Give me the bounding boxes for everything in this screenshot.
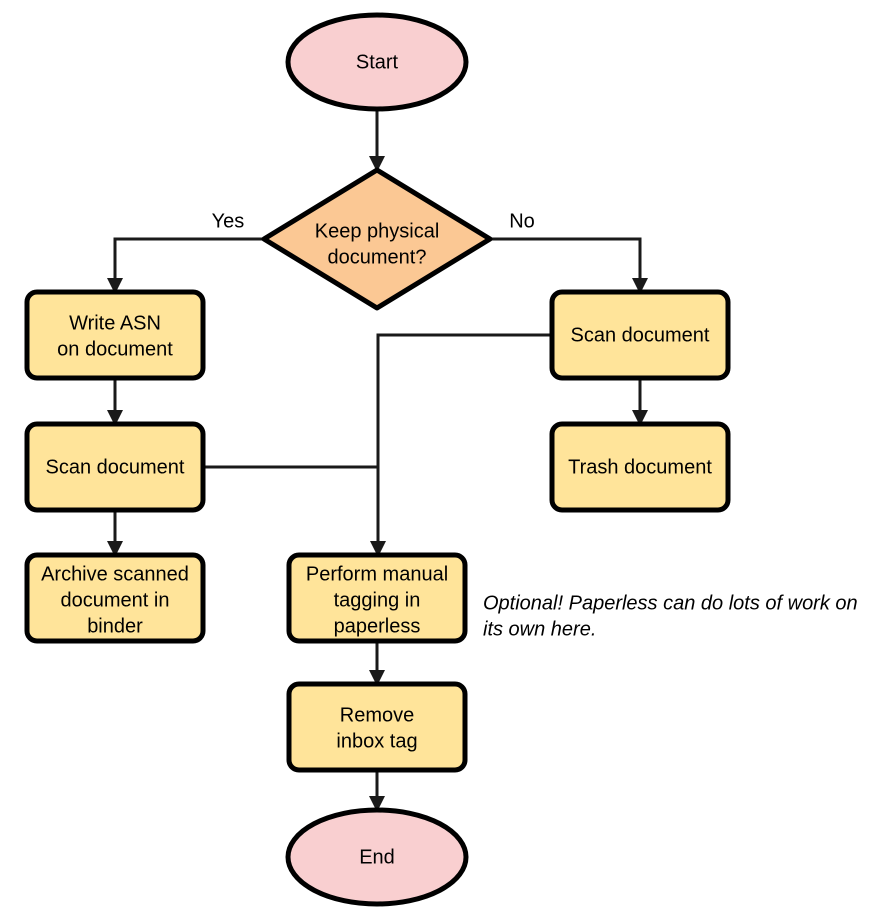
node-decision-shape[interactable] <box>261 167 493 311</box>
node-remove-inbox-tag-shape[interactable] <box>286 681 468 773</box>
node-manual-tagging-label-line3: paperless <box>334 615 421 637</box>
arrowhead-icon <box>370 541 386 557</box>
arrowhead-icon <box>632 278 648 294</box>
edge-decision-no-to-scan-right: No <box>490 210 648 294</box>
edge-decision-yes-to-write-asn: Yes <box>107 210 264 294</box>
annotation-layer: Optional! Paperless can do lots of work … <box>483 592 858 640</box>
node-archive-label-line3: binder <box>87 615 143 637</box>
node-end[interactable]: End <box>285 807 469 907</box>
node-scan-document-left[interactable]: Scan document <box>24 421 206 513</box>
edge-label-no: No <box>509 210 535 232</box>
arrowhead-icon <box>369 796 385 812</box>
node-archive-in-binder[interactable]: Archive scanned document in binder <box>24 552 206 644</box>
edge-scan-right-to-trash <box>632 378 648 426</box>
node-write-asn-label-line2: on document <box>57 338 173 360</box>
node-trash-shape[interactable] <box>549 421 731 513</box>
node-end-label: End <box>359 846 395 868</box>
optional-note-line2: its own here. <box>483 618 596 640</box>
node-write-asn-shape[interactable] <box>24 289 206 381</box>
node-layer: Start Keep physical document? Write ASN … <box>24 12 731 907</box>
edge-scan-left-to-archive <box>107 510 123 557</box>
node-archive-shape[interactable] <box>24 552 206 644</box>
node-archive-label-line2: document in <box>61 589 170 611</box>
arrowhead-icon <box>369 156 385 172</box>
arrowhead-icon <box>632 410 648 426</box>
node-write-asn-label-line1: Write ASN <box>69 312 161 334</box>
edge-write-asn-to-scan-left <box>107 378 123 426</box>
node-remove-inbox-tag-label-line1: Remove <box>340 704 414 726</box>
node-start-shape[interactable] <box>285 12 469 112</box>
arrowhead-icon <box>107 278 123 294</box>
node-decision-label-line1: Keep physical <box>315 220 440 242</box>
edge-line <box>113 237 264 286</box>
node-write-asn[interactable]: Write ASN on document <box>24 289 206 381</box>
edge-start-to-decision <box>369 110 385 172</box>
node-scan-right-label: Scan document <box>571 324 710 346</box>
optional-note-line1: Optional! Paperless can do lots of work … <box>483 592 858 614</box>
node-scan-left-label: Scan document <box>46 456 185 478</box>
node-remove-inbox-tag[interactable]: Remove inbox tag <box>286 681 468 773</box>
edge-line <box>490 237 642 286</box>
node-keep-physical-document[interactable]: Keep physical document? <box>261 167 493 311</box>
node-manual-tagging[interactable]: Perform manual tagging in paperless <box>286 552 468 644</box>
node-scan-right-shape[interactable] <box>549 289 731 381</box>
node-manual-tagging-label-line2: tagging in <box>334 589 421 611</box>
node-decision-label-line2: document? <box>328 246 427 268</box>
edge-scan-right-to-manual-tagging <box>370 333 552 557</box>
arrowhead-icon <box>369 670 385 686</box>
node-archive-label-line1: Archive scanned <box>41 563 189 585</box>
node-manual-tagging-label-line1: Perform manual <box>306 563 448 585</box>
node-manual-tagging-shape[interactable] <box>286 552 468 644</box>
node-scan-left-shape[interactable] <box>24 421 206 513</box>
node-scan-document-right[interactable]: Scan document <box>549 289 731 381</box>
edge-remove-inbox-tag-to-end <box>369 770 385 812</box>
edge-manual-tagging-to-remove-inbox-tag <box>369 641 385 686</box>
node-end-shape[interactable] <box>285 807 469 907</box>
edge-layer: Yes No <box>107 110 648 812</box>
node-remove-inbox-tag-label-line2: inbox tag <box>336 730 417 752</box>
node-trash-document[interactable]: Trash document <box>549 421 731 513</box>
edge-line <box>376 333 552 549</box>
arrowhead-icon <box>107 410 123 426</box>
node-trash-label: Trash document <box>568 456 712 478</box>
node-start-label: Start <box>356 51 399 73</box>
arrowhead-icon <box>107 541 123 557</box>
node-start[interactable]: Start <box>285 12 469 112</box>
edge-label-yes: Yes <box>212 210 245 232</box>
